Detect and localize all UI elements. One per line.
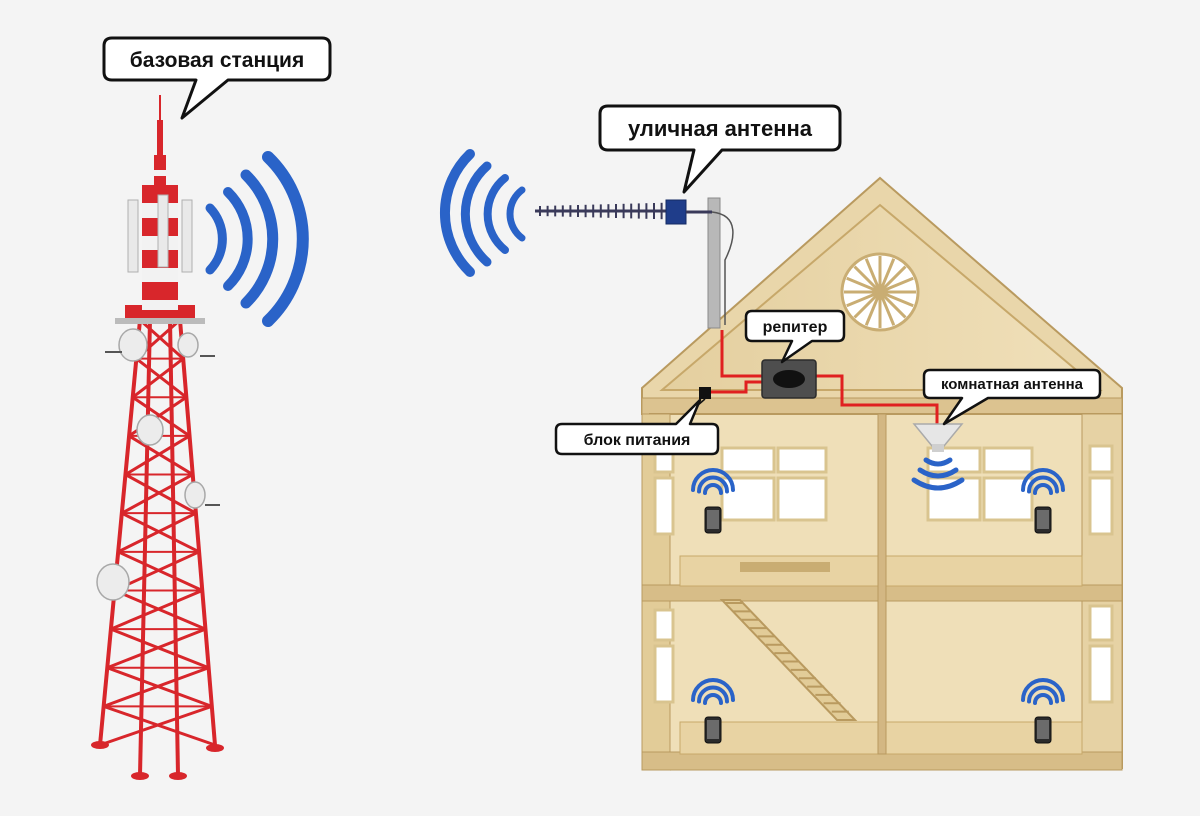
outdoor-antenna-label: уличная антенна xyxy=(628,116,813,141)
indoor-antenna-signal-waves-icon xyxy=(911,457,965,491)
smartphone-icon xyxy=(1034,716,1052,744)
repeater-box-icon xyxy=(761,359,817,399)
callout-power-supply: блок питания xyxy=(554,398,720,456)
callout-repeater: репитер xyxy=(744,309,846,364)
power-supply-label: блок питания xyxy=(584,432,691,449)
outdoor-antenna-signal-waves-icon xyxy=(439,149,526,277)
tower-signal-waves-icon xyxy=(205,151,309,327)
yagi-antenna-icon xyxy=(535,197,734,329)
wifi-waves-icon xyxy=(1021,468,1065,495)
staircase xyxy=(719,599,858,721)
callout-base-station: базовая станция xyxy=(102,36,332,120)
smartphone-icon xyxy=(704,716,722,744)
callout-indoor-antenna: комнатная антенна xyxy=(922,368,1102,426)
phones-group xyxy=(691,468,1065,744)
house-cutaway xyxy=(641,176,1123,771)
callout-outdoor-antenna: уличная антенна xyxy=(598,104,842,194)
smartphone-icon xyxy=(704,506,722,534)
base-station-label: базовая станция xyxy=(130,49,304,72)
wifi-waves-icon xyxy=(691,468,735,495)
smartphone-icon xyxy=(1034,506,1052,534)
repeater-label: репитер xyxy=(763,319,828,336)
indoor-antenna-label: комнатная антенна xyxy=(941,376,1084,393)
wifi-waves-icon xyxy=(1021,678,1065,705)
gable-round-window xyxy=(840,252,920,332)
wifi-waves-icon xyxy=(691,678,735,705)
coax-cable xyxy=(710,330,939,426)
cell-tower-icon xyxy=(91,95,224,780)
